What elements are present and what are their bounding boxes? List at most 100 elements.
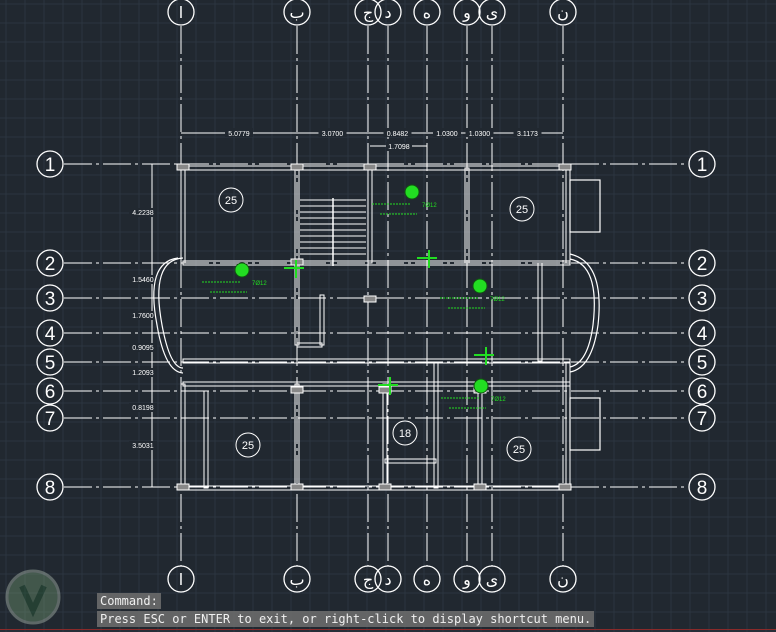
column-hatch [290,483,304,491]
grid-row-label: 1 [697,155,708,176]
grid-bubble [36,319,64,347]
dimension-text-bg [129,208,157,217]
room-tag-circle [392,420,418,446]
column-hatch [378,483,392,491]
grid-column-label: ب [289,570,304,589]
grid-bubble [36,377,64,405]
dimension-text-bg [318,128,347,137]
grid-row-label: 8 [697,478,708,499]
grid-bubble [453,0,481,26]
dimension-text: 3.0700 [322,131,344,138]
grid-row-label: 4 [697,324,708,345]
dimension-text: 1.7600 [132,313,154,320]
grid-column-label: و [462,3,471,23]
wall [384,458,437,464]
grid-bubble [478,0,506,26]
command-line-divider [0,629,776,630]
grid-row-label: 8 [45,478,56,499]
grid-bubble [688,249,716,277]
rebar-note: 7Ø12 [422,203,437,209]
dimension-text-bg [386,142,412,151]
grid-bubble [36,404,64,432]
wall [319,294,325,346]
dimension-text: 1.7098 [388,144,410,151]
room-tag-label: 18 [399,428,411,440]
dimension-text: 1.5460 [132,277,154,284]
grid-row-label: 6 [45,382,56,403]
grid-bubble [354,565,382,593]
dimension-text-bg [129,343,157,352]
wall [180,383,186,489]
rebar-symbol-icon [473,378,489,394]
rebar-note: 7Ø12 [252,281,267,287]
grid-bubble [453,565,481,593]
command-label: Command: [97,593,161,609]
grid-column-label: ی [486,3,499,22]
wall [537,262,543,362]
grid-bubble [167,565,195,593]
dimension-text-bg [129,403,157,412]
grid-column-label: ا [179,570,183,589]
dimension-text-bg [129,275,157,284]
room-tag-label: 25 [516,204,528,216]
column-hatch [290,386,304,394]
grid-column-label: ن [557,3,569,22]
grid-column-label: ب [289,3,304,22]
dimension-text-bg [225,128,253,137]
grid-column-label: ج [363,570,374,590]
grid-bubble [36,249,64,277]
dimension-text: 0.9095 [132,345,154,352]
grid-bubble [36,348,64,376]
wall [182,381,571,387]
grid-bubble [688,150,716,178]
grid-column-label: د [384,570,391,589]
wall [180,167,186,264]
grid-bubble [283,565,311,593]
grid-column-label: و [462,570,471,590]
grid-bubble [374,565,402,593]
grid-row-label: 2 [45,254,56,275]
dimension-text: 3.1173 [517,131,538,138]
balcony-arc [158,257,184,369]
rebar-note: 7Ø12 [490,297,505,303]
column-hatch [473,483,487,491]
column-hatch [363,163,377,171]
wall [433,361,439,489]
grid-row-label: 3 [45,289,56,310]
grid-bubble [549,0,577,26]
dimension-text-bg [129,311,157,320]
grid-bubble [374,0,402,26]
grid-row-label: 7 [697,409,708,430]
column-hatch [176,483,190,491]
grid-row-label: 1 [45,155,56,176]
room-tag-circle [509,196,535,222]
wall [182,358,571,364]
room-tag-label: 25 [225,195,237,207]
grid-bubble [688,377,716,405]
grid-row-label: 4 [45,324,56,345]
section-marker-icon [378,377,398,395]
grid-column-label: ی [486,570,499,589]
grid-column-label: د [384,3,391,22]
wall [367,167,373,264]
grid-bubble [688,348,716,376]
grid-bubble [688,284,716,312]
watermark-logo-icon [4,568,62,626]
dimension-text: 1.0300 [436,131,458,138]
balcony-arc [569,253,600,373]
grid-bubble [354,0,382,26]
dimension-text: 0.8482 [387,131,409,138]
dimension-text: 3.5031 [132,443,154,450]
rebar-symbol-icon [472,278,488,294]
balcony-arc [153,257,184,374]
dimension-text: 1.0300 [469,131,491,138]
window-box [569,179,601,233]
rebar-symbol-icon [234,262,250,278]
rebar-note: 7Ø12 [491,397,506,403]
command-prompt[interactable]: Press ESC or ENTER to exit, or right-cli… [97,611,595,627]
grid-bubble [413,0,441,26]
grid-bubble [688,319,716,347]
dimension-text: 0.8198 [132,405,154,412]
